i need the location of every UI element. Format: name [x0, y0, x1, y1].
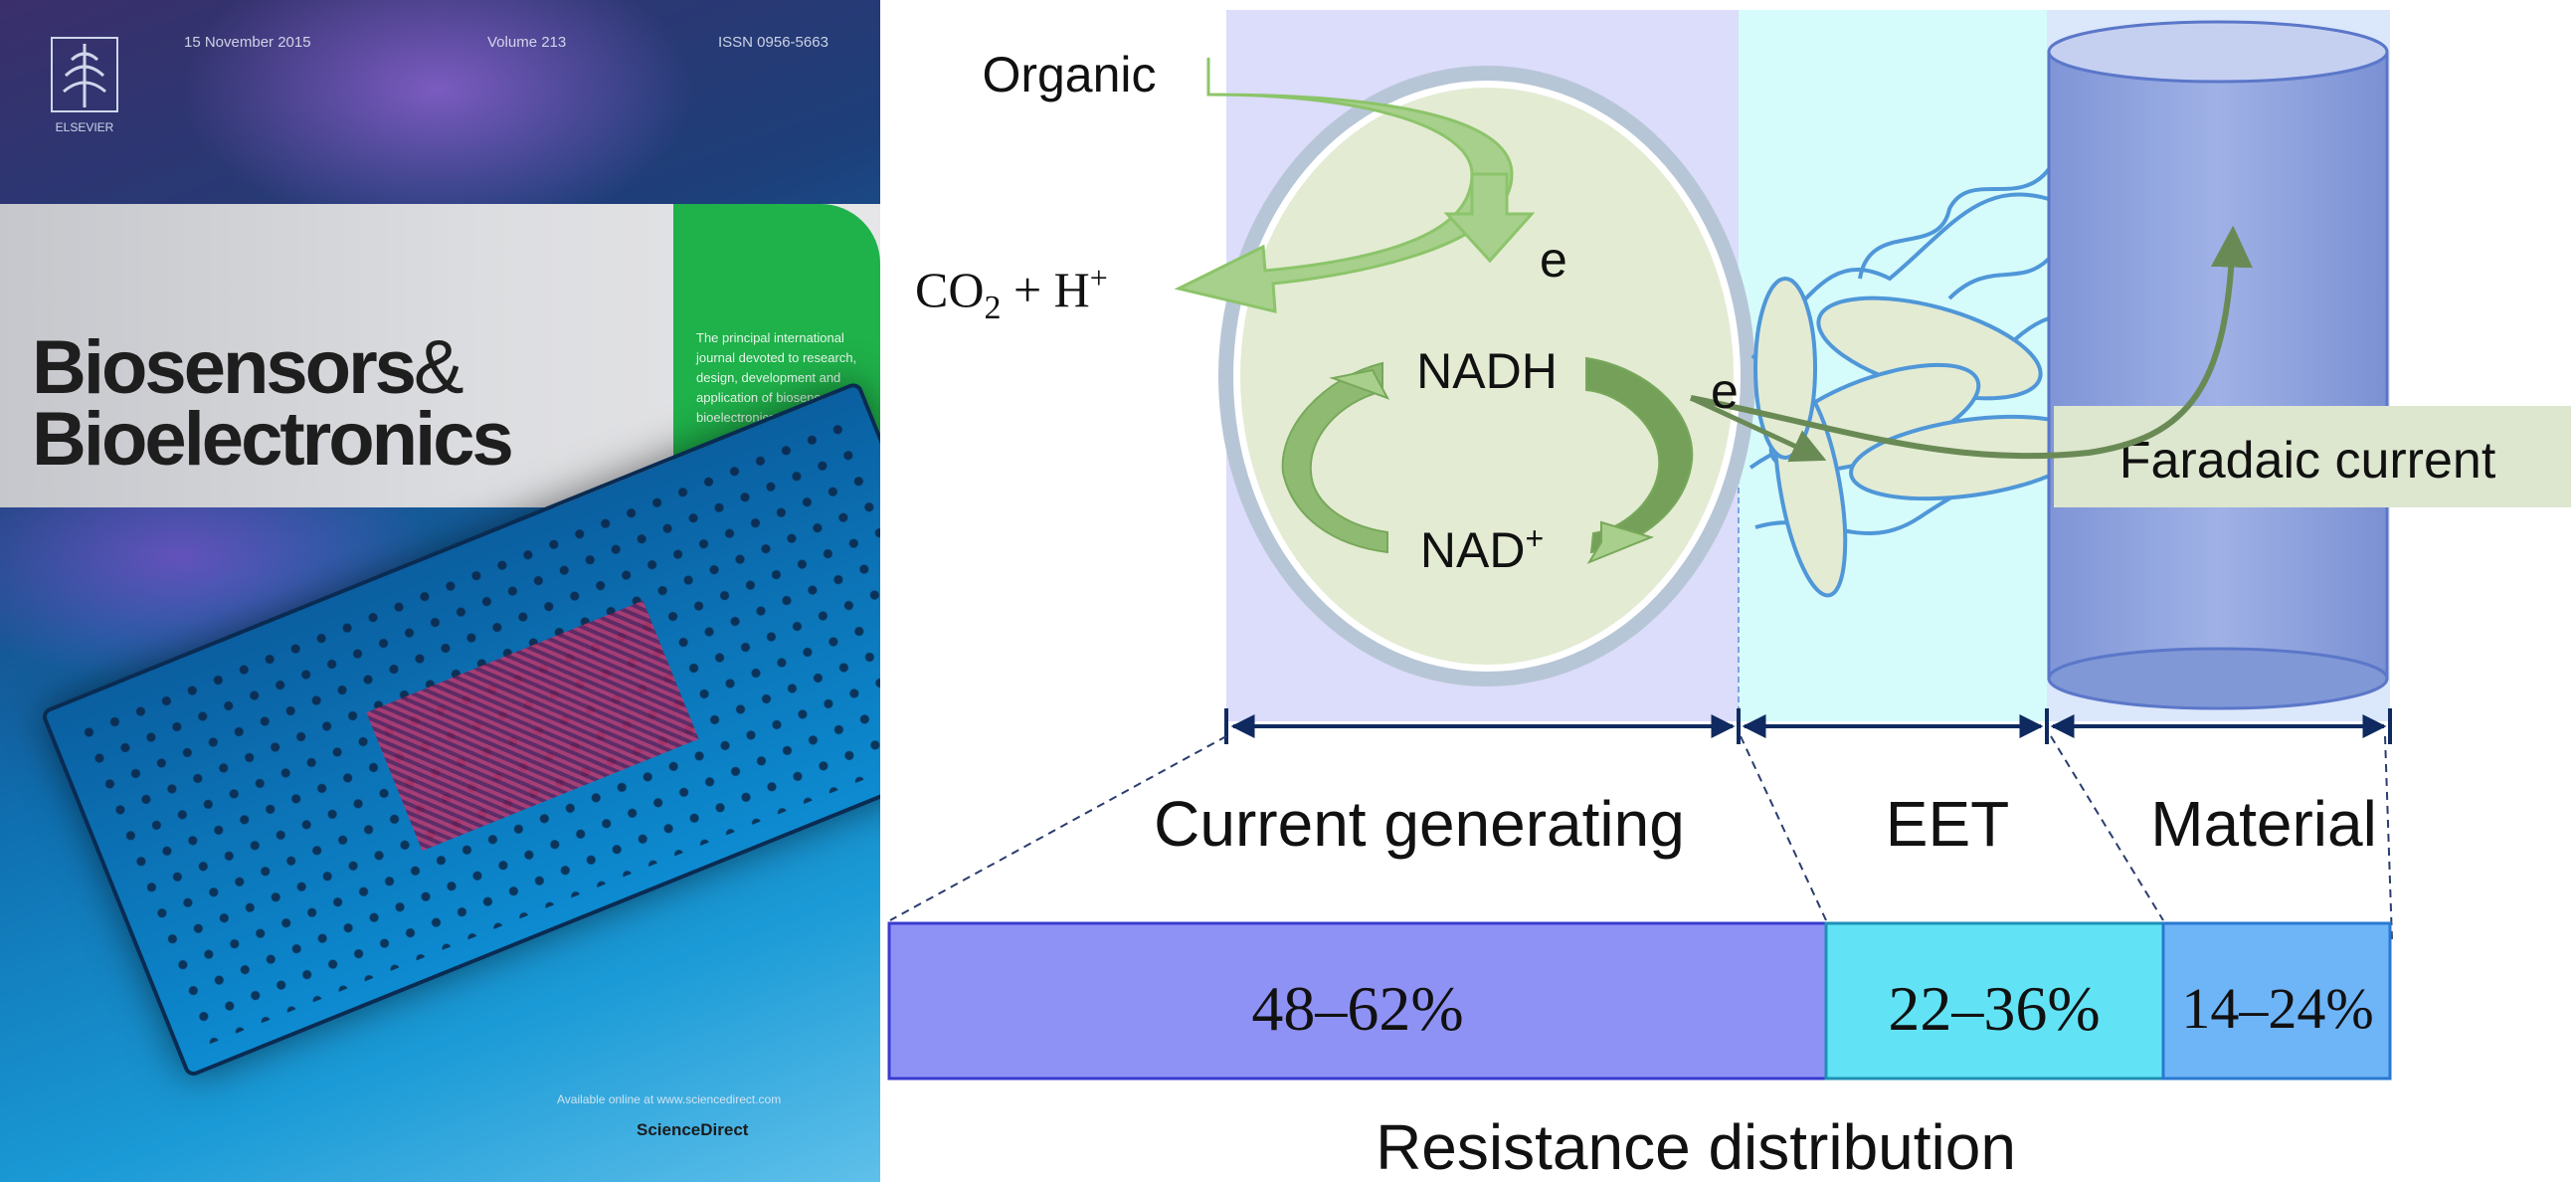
nad-label: NAD+ [1420, 520, 1544, 578]
electron-label-2: e [1711, 363, 1739, 419]
resistance-segment-material [2161, 921, 2392, 1081]
co2-subscript: 2 [984, 290, 1001, 326]
nadh-cycle-arrows [1281, 356, 1694, 565]
hplus-text: + H [1001, 262, 1089, 317]
resistance-diagram: Faradaic current Organic CO2 + H+ e e NA… [887, 10, 2571, 1182]
nad-superscript: + [1525, 520, 1544, 556]
resistance-distribution-caption: Resistance distribution [1376, 1111, 2016, 1182]
faradaic-label-box [2054, 406, 2571, 507]
hplus-superscript: + [1090, 260, 1108, 296]
journal-cover-image: ELSEVIER 15 November 2015 Volume 213 ISS… [0, 0, 880, 1182]
resistance-value-material: 14–24% [2181, 976, 2373, 1041]
nadh-label: NADH [1416, 343, 1558, 399]
electron-label-1: e [1540, 232, 1567, 288]
section-label-eet: EET [1886, 788, 2009, 860]
resistance-value-current: 48–62% [1251, 973, 1463, 1044]
resistance-distribution-bar: 48–62% 22–36% 14–24% [887, 921, 2392, 1081]
elsevier-logo: ELSEVIER [42, 30, 127, 139]
cover-title-line2: Bioelectronics [32, 397, 514, 482]
section-label-current-generating: Current generating [1154, 788, 1685, 860]
electrode-cylinder [2047, 20, 2389, 710]
organic-label: Organic [982, 47, 1156, 102]
co2-text: CO [915, 262, 984, 317]
bacterial-cell [1240, 88, 1734, 665]
cover-issn: ISSN 0956-5663 [718, 34, 828, 51]
cover-volume: Volume 213 [487, 34, 567, 51]
resistance-segment-eet [1824, 921, 2165, 1081]
projection-lines [889, 735, 2393, 941]
publisher-name: ELSEVIER [56, 120, 114, 134]
section-label-material: Material [2150, 788, 2377, 860]
cover-title-amp: & [413, 325, 464, 410]
section-dimension-arrows [1224, 708, 2392, 744]
co2-label: CO2 + H+ [915, 260, 1108, 326]
cover-title-line1: Biosensors& [32, 324, 464, 411]
cover-glow [179, 0, 696, 239]
cover-title-word: Biosensors [32, 325, 417, 410]
sciencedirect-logo: ScienceDirect [637, 1120, 749, 1139]
nad-text: NAD [1420, 522, 1526, 578]
cover-footer-text: Available online at www.sciencedirect.co… [557, 1092, 782, 1106]
resistance-value-eet: 22–36% [1888, 973, 2100, 1044]
electron-transfer-arrow [1689, 395, 1827, 463]
cover-issue-date: 15 November 2015 [184, 34, 311, 51]
organic-oxidation-arrow [1174, 58, 1536, 313]
electron-flow-arrow [1690, 225, 2253, 460]
resistance-segment-current [887, 921, 1828, 1081]
faradaic-current-label: Faradaic current [2119, 432, 2496, 490]
